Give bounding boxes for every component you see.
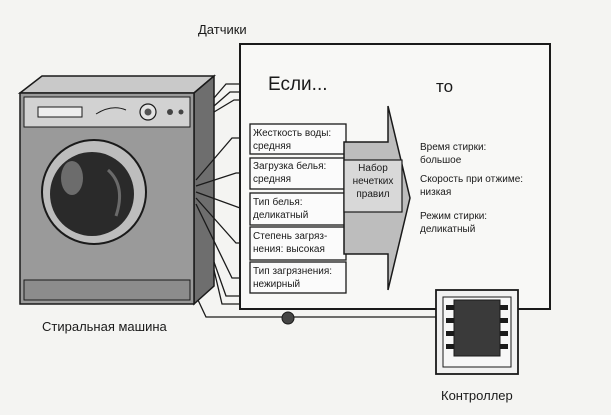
condition-label: Степень загряз- — [253, 231, 328, 242]
result-label: Режим стирки: — [420, 211, 488, 222]
result-value: деликатный — [420, 224, 476, 235]
condition-laundry-load: Загрузка белья: средняя — [253, 160, 345, 186]
condition-soil-type: Тип загрязнения: нежирный — [253, 265, 345, 291]
condition-label: Тип белья: — [253, 197, 303, 208]
rules-line: правил — [356, 189, 390, 200]
controller-chip-icon — [435, 289, 519, 375]
condition-water-hardness: Жесткость воды: средняя — [253, 127, 345, 153]
condition-label: Загрузка белья: — [253, 161, 327, 172]
result-label: Время стирки: — [420, 142, 487, 153]
condition-soil-level: Степень загряз- нения: высокая — [253, 230, 345, 256]
result-spin-speed: Скорость при отжиме: низкая — [420, 173, 523, 199]
sensors-label: Датчики — [198, 22, 247, 37]
rules-line: Набор — [358, 163, 388, 174]
result-wash-mode: Режим стирки: деликатный — [420, 210, 487, 236]
washing-machine-illustration — [17, 74, 217, 306]
then-heading: то — [436, 77, 454, 96]
condition-label: Жесткость воды: — [253, 128, 332, 139]
result-value: низкая — [420, 187, 452, 198]
fuzzy-rules-label: Набор нечетких правил — [345, 162, 401, 201]
result-label: Скорость при отжиме: — [420, 174, 524, 185]
rules-line: нечетких — [352, 176, 394, 187]
result-value: большое — [420, 155, 462, 166]
condition-value: средняя — [253, 141, 292, 152]
controller-caption: Контроллер — [441, 388, 513, 403]
result-wash-time: Время стирки: большое — [420, 141, 486, 167]
condition-value: средняя — [253, 174, 292, 185]
condition-fabric-type: Тип белья: деликатный — [253, 196, 345, 222]
if-heading: Если... — [268, 74, 328, 95]
condition-box-4 — [249, 226, 347, 261]
rules-label-box — [343, 159, 403, 213]
condition-boxes — [249, 123, 347, 294]
condition-value: нения: высокая — [253, 244, 325, 255]
condition-box-3 — [249, 192, 347, 226]
condition-box-5 — [249, 261, 347, 294]
condition-value: нежирный — [253, 279, 301, 290]
condition-label: Тип загрязнения: — [253, 266, 333, 277]
condition-value: деликатный — [253, 210, 309, 221]
condition-box-1 — [249, 123, 347, 155]
washer-caption: Стиральная машина — [42, 319, 167, 334]
connector-dot — [281, 311, 295, 325]
